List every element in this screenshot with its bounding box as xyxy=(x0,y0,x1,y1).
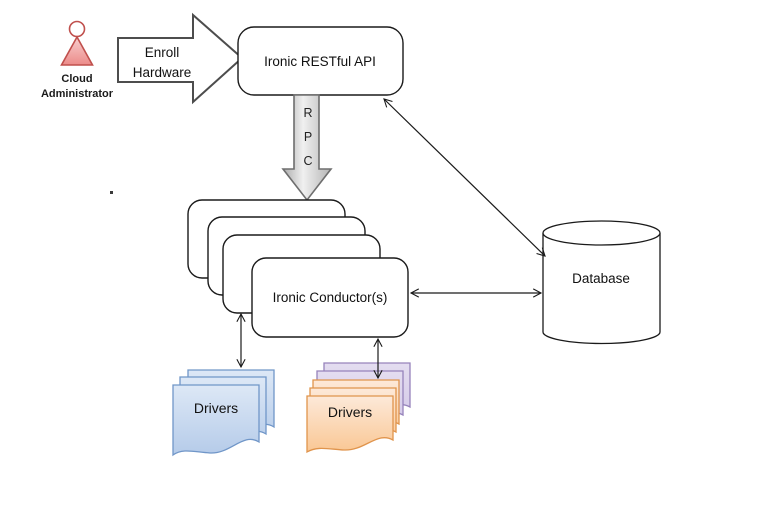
actor-label-line1: Cloud xyxy=(61,73,92,85)
blue-doc-front xyxy=(172,384,260,456)
conductor-box-front xyxy=(251,257,409,338)
conductor-stack: Ironic Conductor(s) xyxy=(187,199,409,338)
drivers-right-stack: Drivers xyxy=(306,362,411,453)
actor-label-line2: Administrator xyxy=(41,88,114,100)
stray-dot xyxy=(110,191,113,194)
ironic-restful-api-box xyxy=(237,26,404,96)
database-cylinder: Database xyxy=(542,220,661,345)
conductor-label: Ironic Conductor(s) xyxy=(273,290,388,305)
rpc-letter-p: P xyxy=(304,130,312,144)
rpc-letter-r: R xyxy=(303,106,312,120)
cloud-administrator-icon xyxy=(60,20,94,66)
rpc-arrow xyxy=(281,94,333,202)
actor-body-icon xyxy=(60,35,94,66)
drivers-left-label: Drivers xyxy=(194,400,238,416)
enroll-arrow-label-line2: Hardware xyxy=(133,65,192,80)
arrow-api-database xyxy=(383,98,546,257)
database-label: Database xyxy=(572,271,630,286)
actor-head-icon xyxy=(68,20,86,38)
drivers-left-stack: Drivers xyxy=(172,369,275,456)
enroll-arrow-label-line1: Enroll xyxy=(145,45,180,60)
drivers-right-label: Drivers xyxy=(328,404,372,420)
enroll-hardware-arrow xyxy=(117,12,244,105)
ironic-restful-api-label: Ironic RESTful API xyxy=(264,54,376,69)
rpc-letter-c: C xyxy=(303,154,312,168)
